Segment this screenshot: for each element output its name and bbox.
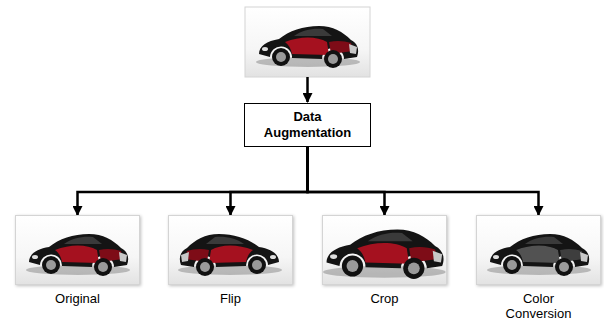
image-frame <box>476 215 601 285</box>
connector-arrow <box>308 147 539 215</box>
image-frame <box>322 215 447 285</box>
box-label: Data Augmentation <box>251 109 364 141</box>
cropped-image <box>322 215 447 285</box>
image-tile: Crop <box>322 215 447 306</box>
image-tile: Flip <box>168 215 293 306</box>
source-image <box>245 7 370 77</box>
connector-arrow <box>231 147 308 215</box>
image-tile: Original <box>15 215 140 306</box>
image-caption: Original <box>32 291 124 306</box>
image-frame <box>168 215 293 285</box>
image-caption: Flip <box>185 291 277 306</box>
flipped-image <box>168 215 293 285</box>
image-tile: Color Conversion <box>476 215 601 321</box>
original-image <box>15 215 140 285</box>
grayscale-image <box>476 215 601 285</box>
connector-arrow <box>78 147 308 215</box>
connector-arrow <box>308 147 385 215</box>
image-caption: Crop <box>339 291 431 306</box>
input-arrow <box>306 77 309 102</box>
image-caption: Color Conversion <box>493 291 585 321</box>
image-frame <box>15 215 140 285</box>
process-box: Data Augmentation <box>244 103 371 147</box>
